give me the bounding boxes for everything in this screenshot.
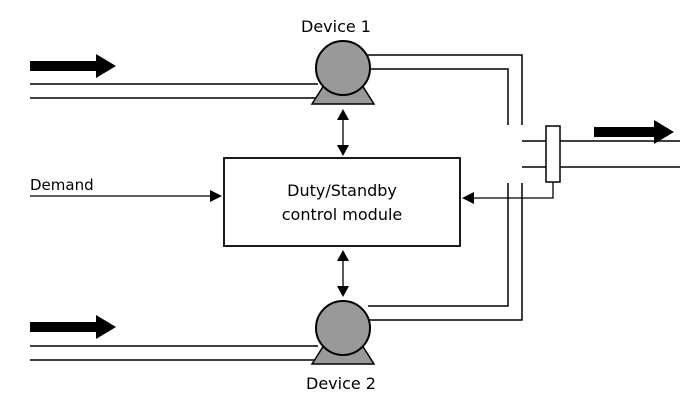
device2-inlet-pipe [30, 345, 318, 361]
device1-pump-icon [310, 40, 376, 105]
demand-input-arrow-icon [30, 190, 222, 202]
device1-label: Device 1 [301, 17, 371, 36]
control-module-box [223, 157, 461, 247]
device2-control-link-arrow-icon [337, 250, 349, 297]
device2-label: Device 2 [306, 374, 376, 393]
device1-inlet-pipe [30, 83, 318, 99]
sensor-feedback-arrow-icon [462, 182, 554, 204]
control-module-title-line1: Duty/Standby [287, 181, 397, 200]
device1-inflow-arrow-icon [30, 54, 116, 78]
device2-pump-icon [310, 300, 376, 365]
device1-control-link-arrow-icon [337, 109, 349, 156]
device2-inflow-arrow-icon [30, 315, 116, 339]
discharge-piping [362, 54, 680, 321]
outlet-flow-arrow-icon [594, 120, 674, 144]
control-module-title-line2: control module [282, 205, 403, 224]
demand-label: Demand [30, 176, 94, 194]
flow-sensor-icon [545, 125, 561, 183]
